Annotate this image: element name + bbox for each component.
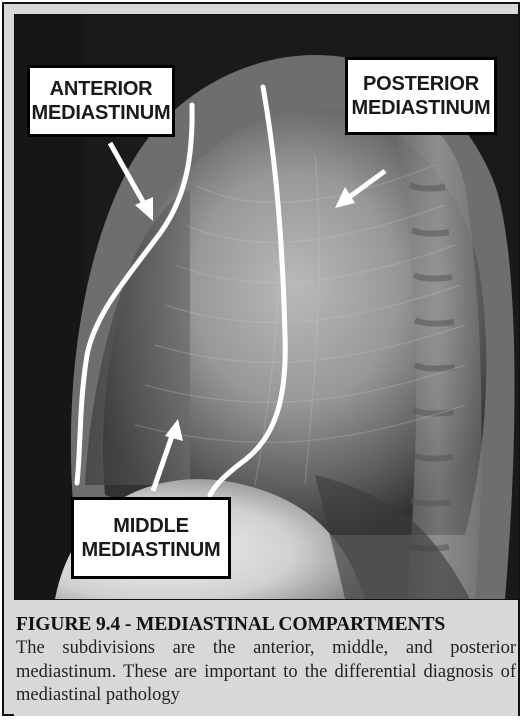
figure-frame: ANTERIOR MEDIASTINUM POSTERIOR MEDIASTIN… bbox=[2, 2, 520, 716]
anterior-label-line2: MEDIASTINUM bbox=[32, 101, 171, 125]
middle-label-line1: MIDDLE bbox=[113, 514, 188, 538]
caption-body: The subdivisions are the anterior, middl… bbox=[16, 637, 516, 708]
middle-mediastinum-label: MIDDLE MEDIASTINUM bbox=[71, 497, 231, 579]
figure-caption: FIGURE 9.4 - MEDIASTINAL COMPARTMENTS Th… bbox=[14, 602, 518, 716]
anterior-label-line1: ANTERIOR bbox=[50, 77, 153, 101]
anterior-mediastinum-label: ANTERIOR MEDIASTINUM bbox=[27, 65, 175, 137]
posterior-mediastinum-label: POSTERIOR MEDIASTINUM bbox=[345, 57, 497, 135]
posterior-label-line1: POSTERIOR bbox=[363, 72, 479, 96]
middle-label-line2: MEDIASTINUM bbox=[82, 538, 221, 562]
posterior-label-line2: MEDIASTINUM bbox=[352, 96, 491, 120]
lateral-chest-radiograph: ANTERIOR MEDIASTINUM POSTERIOR MEDIASTIN… bbox=[14, 14, 520, 600]
caption-title: FIGURE 9.4 - MEDIASTINAL COMPARTMENTS bbox=[16, 613, 516, 637]
